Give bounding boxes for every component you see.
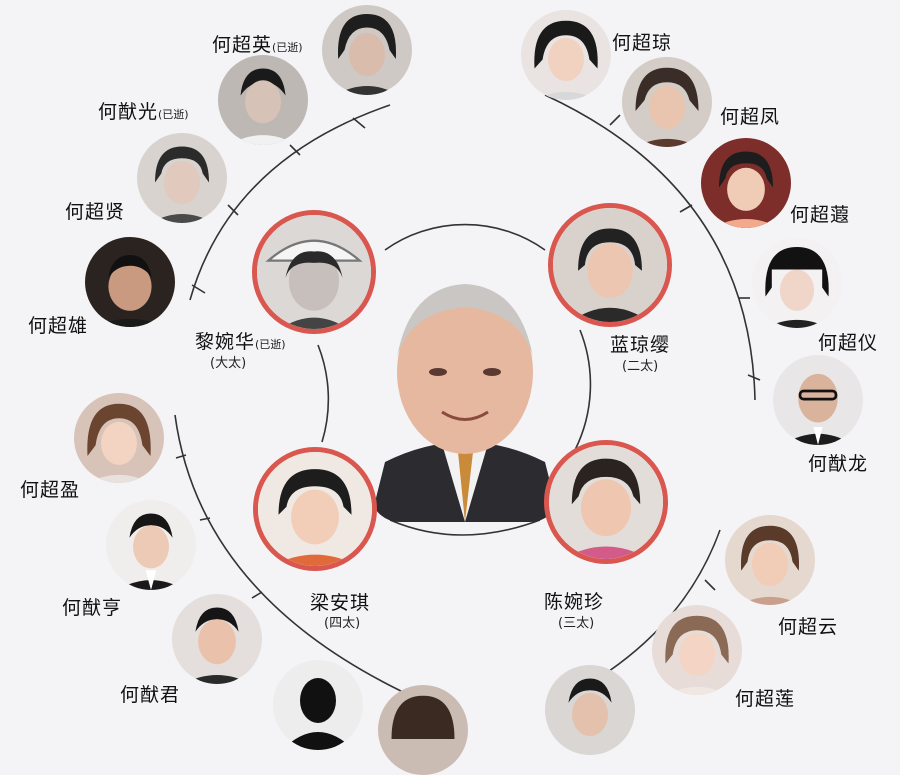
spouse-name-s2: 蓝琼缨 <box>610 334 671 356</box>
child-photo-c4 <box>85 237 175 327</box>
child-name-c11: 何猷亨 <box>62 597 123 619</box>
spouse-photo-s1 <box>252 210 376 334</box>
child-name-c1: 何超英(已逝) <box>212 34 303 56</box>
spouse-photo-s4 <box>253 447 377 571</box>
child-name-c10: 何超盈 <box>20 479 81 501</box>
child-name-c7: 何超蕸 <box>790 204 851 226</box>
child-photo-c3 <box>137 133 227 223</box>
child-photo-c8 <box>752 238 842 328</box>
child-name-c2: 何猷光(已逝) <box>98 101 189 123</box>
spouse-photo-s3 <box>544 440 668 564</box>
child-name-c3: 何超贤 <box>65 201 126 223</box>
child-photo-c10 <box>74 393 164 483</box>
central-ring <box>317 344 330 443</box>
ring-top <box>384 223 546 251</box>
ring-bottom <box>389 519 541 536</box>
spouse-role-s3: (三太) <box>558 616 595 631</box>
patriarch-photo <box>370 262 560 522</box>
child-photo-c14 <box>652 605 742 695</box>
child-photo-c7 <box>701 138 791 228</box>
child-photo-c1 <box>322 5 412 95</box>
child-photo-c11 <box>106 500 196 590</box>
child-name-c4: 何超雄 <box>28 315 89 337</box>
spouse-role-s2: (二太) <box>622 359 659 374</box>
arc-s1 <box>189 104 391 301</box>
spouse-photo-s2 <box>548 203 672 327</box>
child-photo-c9 <box>773 355 863 445</box>
ring-right <box>574 329 592 451</box>
spouse-name-s3: 陈婉珍 <box>544 591 605 613</box>
child-photo-c13 <box>725 515 815 605</box>
child-photo-c12 <box>172 594 262 684</box>
child-name-c6: 何超凤 <box>720 106 781 128</box>
spouse-role-s4: (四太) <box>324 616 361 631</box>
spouse-role-s1: (大太) <box>210 356 247 371</box>
child-name-c14: 何超莲 <box>735 688 796 710</box>
child-photo-c5 <box>521 10 611 100</box>
child-photo-c6 <box>622 57 712 147</box>
child-name-c5: 何超琼 <box>612 32 673 54</box>
child-photo-partial <box>378 685 468 775</box>
child-name-c8: 何超仪 <box>818 332 879 354</box>
child-photo-partial-right <box>545 665 635 755</box>
spouse-name-s4: 梁安琪 <box>310 592 371 614</box>
child-name-c13: 何超云 <box>778 616 839 638</box>
child-name-c12: 何猷君 <box>120 684 181 706</box>
child-name-c9: 何猷龙 <box>808 453 869 475</box>
spouse-name-s1: 黎婉华(已逝) <box>195 331 286 353</box>
arc-s2 <box>544 94 756 401</box>
child-photo-c2 <box>218 55 308 145</box>
arc-s4 <box>174 414 421 701</box>
unknown-silhouette-photo <box>273 660 363 750</box>
connector-lines <box>174 94 761 701</box>
